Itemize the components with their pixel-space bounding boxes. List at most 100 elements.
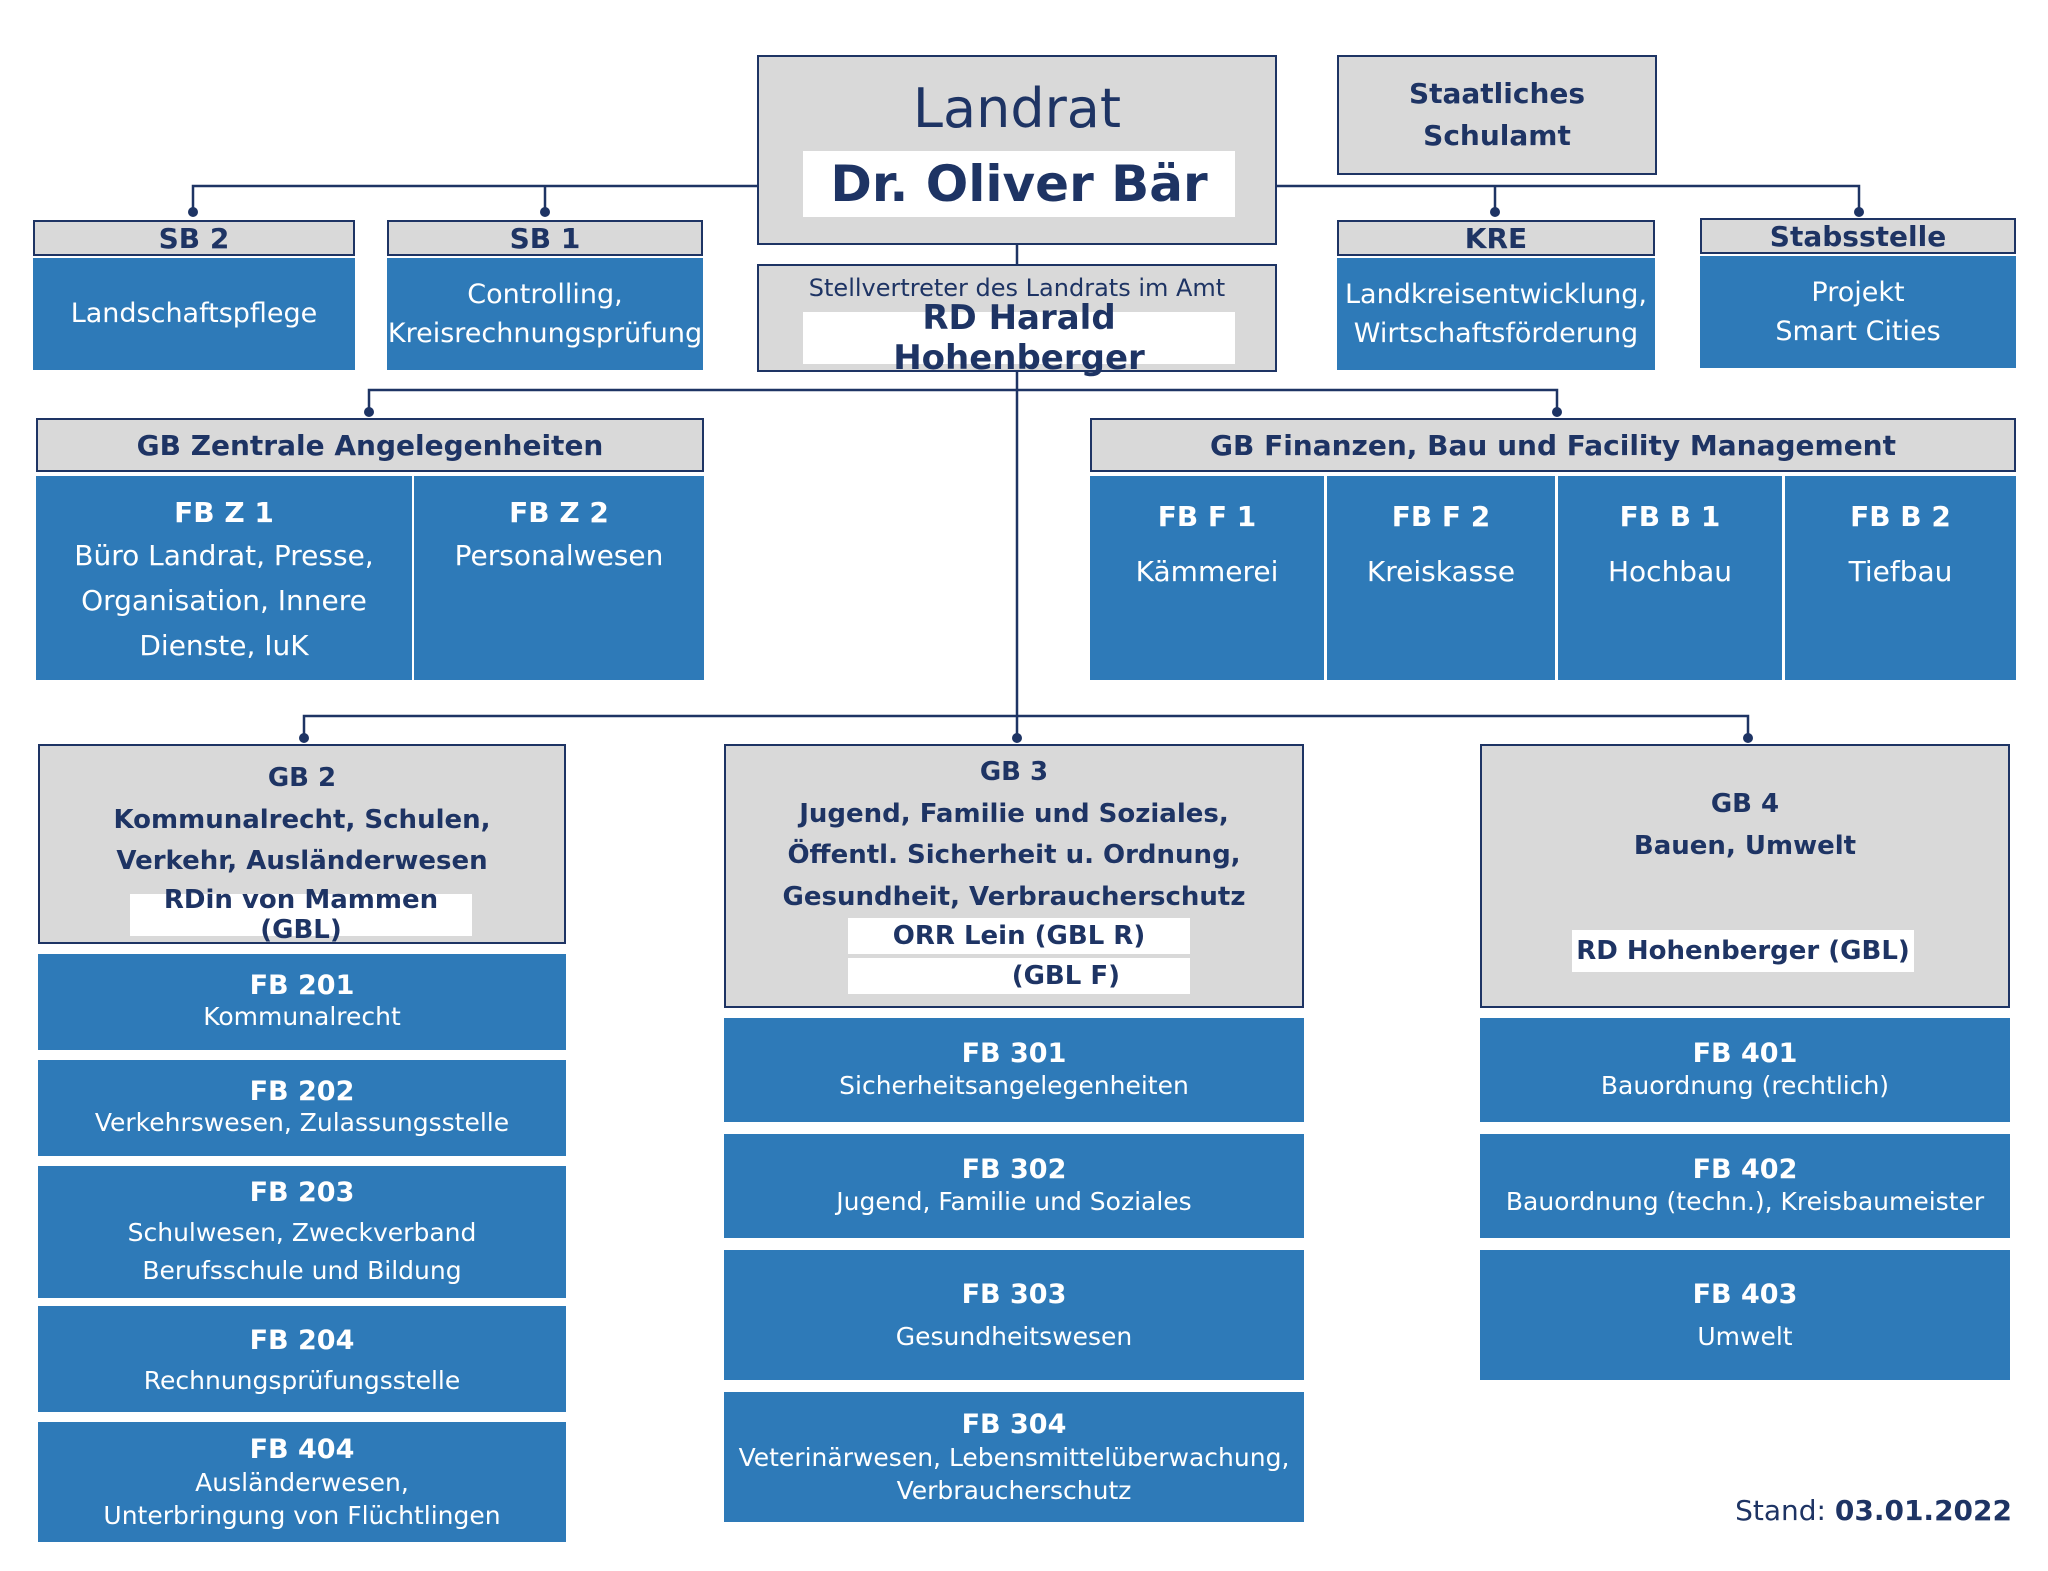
gb-zentral-header: GB Zentrale Angelegenheiten: [36, 418, 704, 472]
gb2-line2: Verkehr, Ausländerwesen: [116, 846, 488, 877]
fbb2-box: FB B 2 Tiefbau: [1785, 476, 2016, 680]
fb401-box: FB 401 Bauordnung (rechtlich): [1480, 1018, 2010, 1122]
stabsstelle-header: Stabsstelle: [1700, 218, 2016, 254]
stand-footer: Stand: 03.01.2022: [1700, 1494, 2012, 1527]
stabsstelle-desc2: Smart Cities: [1775, 316, 1941, 347]
fb301-title: FB 301: [961, 1037, 1067, 1069]
sb1-desc2: Kreisrechnungsprüfung: [387, 318, 703, 349]
gb3-lead-r: ORR Lein (GBL R): [848, 918, 1190, 954]
kre-header: KRE: [1337, 220, 1655, 256]
fb203-title: FB 203: [249, 1177, 355, 1208]
fbz2-title: FB Z 2: [509, 496, 609, 529]
fb204-box: FB 204 Rechnungsprüfungsstelle: [38, 1306, 566, 1412]
fbz1-box: FB Z 1 Büro Landrat, Presse, Organisatio…: [36, 476, 412, 680]
fbz2-desc: Personalwesen: [454, 539, 664, 572]
sb1-body: Controlling, Kreisrechnungsprüfung: [387, 258, 703, 370]
stellvertreter-box: Stellvertreter des Landrats im Amt RD Ha…: [757, 264, 1277, 378]
fb301-box: FB 301 Sicherheitsangelegenheiten: [724, 1018, 1304, 1122]
fbf2-desc: Kreiskasse: [1366, 555, 1516, 588]
fbz1-line1: Büro Landrat, Presse,: [74, 539, 374, 572]
schulamt-line2: Schulamt: [1423, 119, 1571, 152]
stabsstelle-body: Projekt Smart Cities: [1700, 256, 2016, 368]
sb1-header: SB 1: [387, 220, 703, 256]
stand-date: 03.01.2022: [1834, 1494, 2012, 1527]
gb2-line1: Kommunalrecht, Schulen,: [113, 804, 491, 835]
fb404-line2: Unterbringung von Flüchtlingen: [103, 1500, 501, 1530]
fb201-title: FB 201: [249, 970, 355, 1002]
kre-desc2: Wirtschaftsförderung: [1353, 318, 1639, 349]
fbz1-title: FB Z 1: [174, 496, 274, 529]
fb303-desc: Gesundheitswesen: [895, 1321, 1133, 1351]
fb202-desc: Verkehrswesen, Zulassungsstelle: [94, 1108, 510, 1138]
fb302-box: FB 302 Jugend, Familie und Soziales: [724, 1134, 1304, 1238]
fbf2-box: FB F 2 Kreiskasse: [1327, 476, 1555, 680]
gb3-line3: Gesundheit, Verbraucherschutz: [782, 881, 1246, 912]
fb402-desc: Bauordnung (techn.), Kreisbaumeister: [1505, 1186, 1985, 1216]
fb402-title: FB 402: [1692, 1153, 1798, 1185]
fb303-box: FB 303 Gesundheitswesen: [724, 1250, 1304, 1380]
fb403-title: FB 403: [1692, 1279, 1798, 1311]
fb403-box: FB 403 Umwelt: [1480, 1250, 2010, 1380]
fbf2-title: FB F 2: [1391, 500, 1491, 533]
fb302-title: FB 302: [961, 1153, 1067, 1185]
fbf1-title: FB F 1: [1157, 500, 1257, 533]
stabsstelle-desc1: Projekt: [1811, 276, 1905, 308]
landrat-box: Landrat Dr. Oliver Bär: [757, 55, 1277, 245]
fbb1-desc: Hochbau: [1607, 555, 1732, 588]
fb202-box: FB 202 Verkehrswesen, Zulassungsstelle: [38, 1060, 566, 1156]
stellvertreter-label: Stellvertreter des Landrats im Amt: [808, 274, 1226, 302]
landrat-title: Landrat: [912, 77, 1122, 140]
fb203-line1: Schulwesen, Zweckverband: [127, 1217, 477, 1247]
stellvertreter-name: RD Harald Hohenberger: [803, 298, 1235, 378]
fb304-line1: Veterinärwesen, Lebensmittelüberwachung,: [738, 1443, 1290, 1473]
fb204-desc: Rechnungsprüfungsstelle: [143, 1365, 461, 1395]
fb401-title: FB 401: [1692, 1037, 1798, 1069]
kre-desc1: Landkreisentwicklung,: [1345, 278, 1647, 310]
gb-finanzen-header: GB Finanzen, Bau und Facility Management: [1090, 418, 2016, 472]
fbf1-box: FB F 1 Kämmerei: [1090, 476, 1324, 680]
gb4-title: GB 4: [1710, 789, 1780, 819]
gb3-title: GB 3: [979, 757, 1049, 787]
fb403-desc: Umwelt: [1697, 1321, 1793, 1351]
sb2-body: Landschaftspflege: [33, 258, 355, 370]
fbz2-box: FB Z 2 Personalwesen: [414, 476, 704, 680]
kre-body: Landkreisentwicklung, Wirtschaftsförderu…: [1337, 258, 1655, 370]
fbb2-desc: Tiefbau: [1848, 555, 1953, 588]
fbb1-title: FB B 1: [1619, 500, 1721, 533]
fb201-box: FB 201 Kommunalrecht: [38, 954, 566, 1050]
gb4-box: GB 4 Bauen, Umwelt RD Hohenberger (GBL): [1480, 744, 2010, 1008]
stand-label: Stand:: [1735, 1494, 1826, 1527]
fb202-title: FB 202: [249, 1076, 355, 1108]
schulamt-line1: Staatliches: [1408, 77, 1586, 110]
fb204-title: FB 204: [249, 1324, 355, 1356]
fbz1-line3: Dienste, IuK: [139, 628, 309, 662]
fb203-line2: Berufsschule und Bildung: [142, 1256, 462, 1286]
gb2-box: GB 2 Kommunalrecht, Schulen, Verkehr, Au…: [38, 744, 566, 945]
fbz1-line2: Organisation, Innere: [81, 583, 367, 617]
gb4-lead: RD Hohenberger (GBL): [1572, 930, 1914, 972]
sb2-header: SB 2: [33, 220, 355, 256]
fb302-desc: Jugend, Familie und Soziales: [836, 1186, 1192, 1216]
fb201-desc: Kommunalrecht: [203, 1002, 401, 1032]
fbf1-desc: Kämmerei: [1135, 555, 1279, 588]
fbb1-box: FB B 1 Hochbau: [1558, 476, 1782, 680]
gb3-box: GB 3 Jugend, Familie und Soziales, Öffen…: [724, 744, 1304, 1008]
fb401-desc: Bauordnung (rechtlich): [1600, 1070, 1890, 1100]
gb2-lead: RDin von Mammen (GBL): [130, 885, 472, 945]
fb304-title: FB 304: [961, 1408, 1067, 1440]
gb3-line1: Jugend, Familie und Soziales,: [799, 798, 1229, 829]
fb402-box: FB 402 Bauordnung (techn.), Kreisbaumeis…: [1480, 1134, 2010, 1238]
schulamt-box: Staatliches Schulamt: [1337, 55, 1657, 175]
gb2-title: GB 2: [267, 763, 337, 793]
fb304-box: FB 304 Veterinärwesen, Lebensmittelüberw…: [724, 1392, 1304, 1522]
fb304-line2: Verbraucherschutz: [896, 1475, 1132, 1505]
fbb2-title: FB B 2: [1850, 500, 1951, 533]
fb301-desc: Sicherheitsangelegenheiten: [839, 1070, 1189, 1100]
sb1-desc1: Controlling,: [467, 278, 623, 310]
gb4-line1: Bauen, Umwelt: [1633, 830, 1857, 861]
sb2-desc: Landschaftspflege: [70, 298, 318, 330]
fb404-box: FB 404 Ausländerwesen, Unterbringung von…: [38, 1422, 566, 1542]
gb3-line2: Öffentl. Sicherheit u. Ordnung,: [787, 840, 1241, 871]
fb404-line1: Ausländerwesen,: [195, 1468, 409, 1498]
